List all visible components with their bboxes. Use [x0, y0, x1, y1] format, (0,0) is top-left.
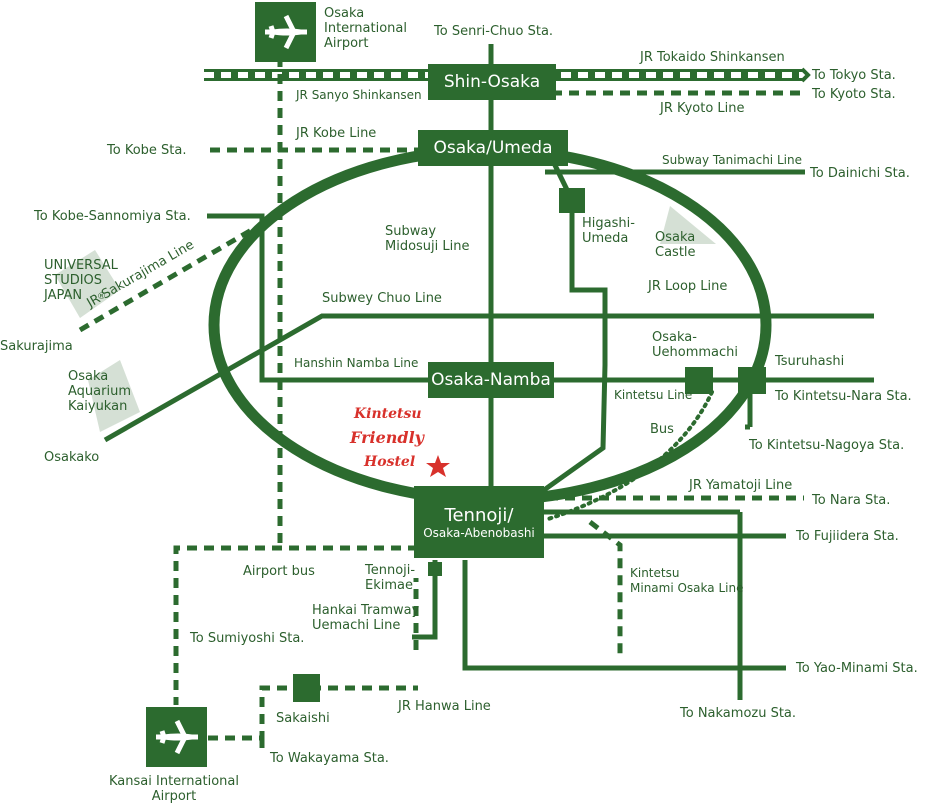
line-airport-bus: Airport bus	[243, 564, 315, 579]
dest-kintetsu-nara: To Kintetsu-Nara Sta.	[775, 389, 912, 404]
dest-kobe: To Kobe Sta.	[107, 143, 187, 158]
station-shin-osaka[interactable]: Shin-Osaka	[428, 64, 556, 100]
station-sakaishi-label: Sakaishi	[276, 711, 330, 726]
castle-area	[660, 206, 716, 244]
dashed-lines	[78, 40, 804, 748]
station-tennoji[interactable]: Tennoji/ Osaka-Abenobashi	[414, 486, 544, 558]
landmark-usj-mark: ®	[97, 292, 106, 302]
usj-area	[55, 250, 120, 318]
station-tennoji-ekimae-label: Tennoji- Ekimae	[365, 563, 416, 593]
line-jr-loop: JR Loop Line	[648, 279, 728, 294]
landmark-osaka-castle: Osaka Castle	[655, 230, 696, 260]
dest-kintetsu-nagoya: To Kintetsu-Nagoya Sta.	[749, 438, 905, 453]
dest-sumiyoshi: To Sumiyoshi Sta.	[190, 631, 305, 646]
line-kintetsu: Kintetsu Line	[614, 388, 693, 402]
dest-kobe-sannomiya: To Kobe-Sannomiya Sta.	[34, 209, 191, 224]
dest-dainichi: To Dainichi Sta.	[810, 166, 910, 181]
hostel-label-line2: Friendly	[350, 428, 424, 447]
dest-yao-minami: To Yao-Minami Sta.	[796, 661, 918, 676]
line-jr-kyoto: JR Kyoto Line	[660, 101, 745, 116]
osaka-airport-label: Osaka International Airport	[324, 6, 407, 51]
hostel-label-line1: Kintetsu	[354, 406, 422, 422]
line-subway-midosuji: Subway Midosuji Line	[385, 224, 470, 254]
station-label: Tennoji/	[444, 504, 514, 526]
dest-nara: To Nara Sta.	[812, 493, 891, 508]
aquarium-area	[88, 360, 140, 432]
station-tennoji-ekimae[interactable]	[428, 562, 442, 576]
station-osaka-umeda[interactable]: Osaka/Umeda	[418, 130, 568, 166]
dest-wakayama: To Wakayama Sta.	[270, 751, 389, 766]
dest-senri-chuo: To Senri-Chuo Sta.	[434, 24, 554, 39]
line-jr-kobe: JR Kobe Line	[296, 126, 377, 141]
airplane-icon	[264, 14, 307, 50]
star-icon	[426, 455, 450, 477]
landmark-aquarium: Osaka Aquarium Kaiyukan	[68, 369, 131, 414]
kansai-airport-tile[interactable]	[146, 707, 207, 767]
place-sakurajima: Sakurajima	[0, 339, 73, 354]
line-subway-chuo: Subwey Chuo Line	[322, 291, 442, 306]
line-kintetsu-minami-osaka: Kintetsu Minami Osaka Line	[630, 566, 744, 595]
line-subway-tanimachi: Subway Tanimachi Line	[662, 153, 802, 167]
station-label: Shin-Osaka	[443, 72, 541, 92]
station-sublabel: Osaka-Abenobashi	[423, 525, 535, 540]
station-osaka-namba[interactable]: Osaka-Namba	[428, 362, 554, 398]
line-jr-hanwa: JR Hanwa Line	[398, 699, 491, 714]
line-hanshin-namba: Hanshin Namba Line	[294, 356, 419, 370]
dest-nakamozu: To Nakamozu Sta.	[680, 706, 797, 721]
dest-kyoto: To Kyoto Sta.	[812, 87, 896, 102]
hostel-label-line3: Hostel	[364, 454, 416, 470]
station-sakaishi[interactable]	[293, 674, 320, 702]
dest-fujiidera: To Fujiidera Sta.	[796, 529, 899, 544]
kansai-airport-label: Kansai International Airport	[109, 774, 239, 804]
line-hankai-tramway: Hankai Tramway Uemachi Line	[312, 603, 420, 633]
direction-arrows	[800, 67, 811, 83]
line-jr-yamatoji: JR Yamatoji Line	[689, 478, 793, 493]
station-tsuruhashi[interactable]	[738, 367, 766, 394]
landmark-usj: UNIVERSAL STUDIOS JAPAN	[44, 258, 118, 303]
dest-tokyo: To Tokyo Sta.	[812, 68, 896, 83]
station-higashi-umeda-label: Higashi- Umeda	[582, 216, 635, 246]
airplane-icon	[155, 719, 198, 755]
line-jr-sanyo-shinkansen: JR Sanyo Shinkansen	[296, 88, 422, 102]
station-label: Osaka-Namba	[431, 370, 551, 390]
station-osaka-uehommachi[interactable]	[685, 367, 713, 394]
bus-route	[543, 390, 714, 522]
station-tsuruhashi-label: Tsuruhashi	[775, 354, 845, 369]
station-label: Osaka/Umeda	[433, 138, 553, 158]
line-jr-tokaido-shinkansen: JR Tokaido Shinkansen	[640, 50, 785, 65]
place-osakako: Osakako	[44, 450, 100, 465]
osaka-airport-tile[interactable]	[255, 2, 316, 62]
station-higashi-umeda[interactable]	[559, 188, 585, 213]
line-bus: Bus	[650, 422, 674, 437]
station-uehommachi-label: Osaka- Uehommachi	[652, 330, 738, 360]
